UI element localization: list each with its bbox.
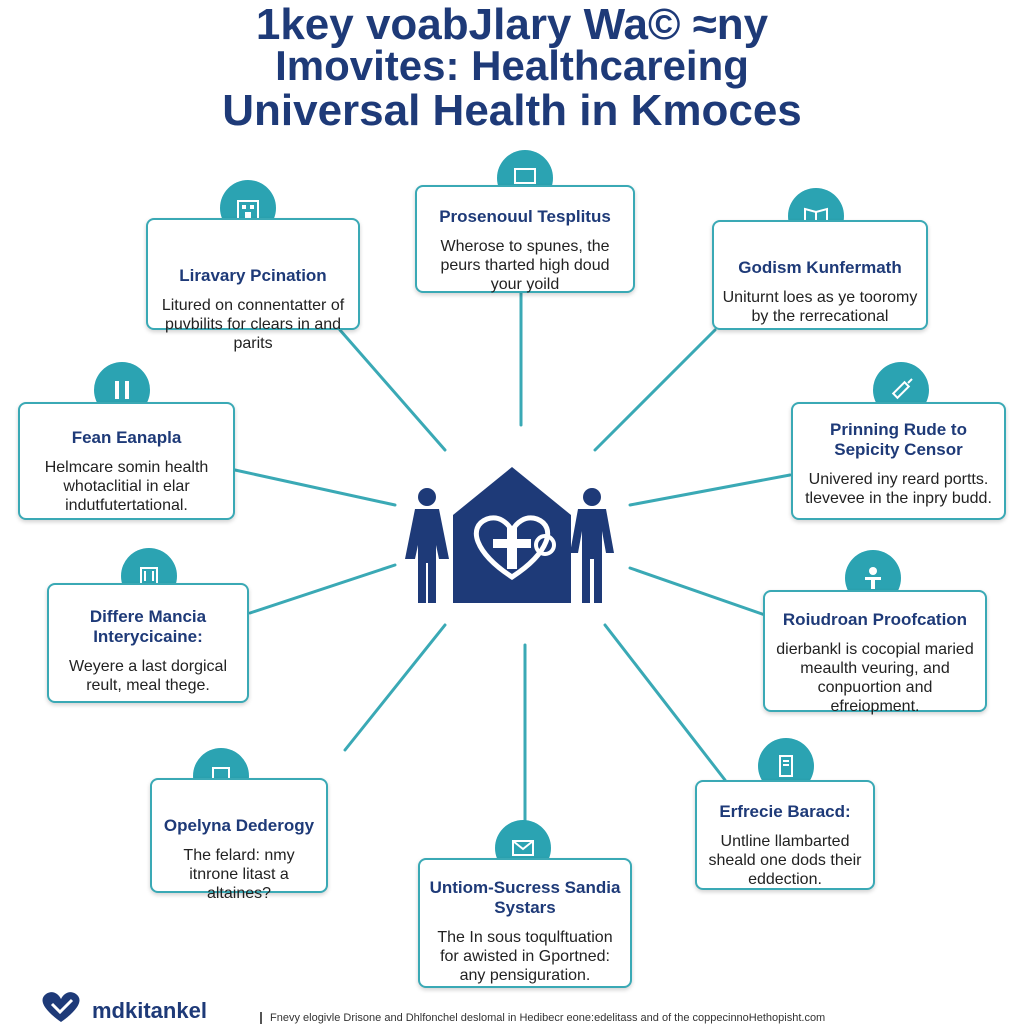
card-body: The In sous toqulftuation for awisted in…	[437, 929, 613, 984]
card-title: Erfrecie Baracd:	[719, 802, 851, 821]
card-title: Godism Kunfermath	[738, 258, 902, 277]
card-c4: Fean Eanapla Helmcare somin health whota…	[18, 402, 235, 520]
card-c2: Prosenouul Tesplitus Wherose to spunes, …	[415, 185, 635, 293]
card-c5: Prinning Rude to Sepicity Censor Univere…	[791, 402, 1006, 520]
card-body: Weyere a last dorgical reult, meal thege…	[69, 658, 227, 694]
man-figure-icon	[570, 488, 614, 603]
card-body: Untline llambarted sheald one dods their…	[708, 833, 862, 888]
connector-c3	[593, 328, 717, 452]
connector-c6	[248, 563, 397, 615]
woman-figure-icon	[405, 488, 449, 603]
card-title: Roiudroan Proofcation	[782, 610, 968, 629]
connector-c1	[338, 328, 447, 452]
title-line-1: 1key voabJlary Wa© ≈ny	[255, 0, 769, 49]
title-line-2: Imovites: Healthcareing	[275, 42, 749, 89]
footer-brand: mdkitankel	[92, 998, 207, 1023]
footer-divider	[260, 1012, 262, 1024]
card-body: Litured on connentatter of puvbilits for…	[161, 297, 345, 352]
card-c1: Liravary Pcination Litured on connentatt…	[146, 218, 360, 352]
card-body: Univered iny reard portts. tlevevee in t…	[805, 471, 992, 507]
card-c3: Godism Kunfermath Uniturnt loes as ye to…	[712, 220, 928, 330]
card-title: Differe Mancia Interycicaine:	[89, 607, 207, 646]
connector-c8	[343, 623, 447, 752]
card-c9: Erfrecie Baracd: Untline llambarted shea…	[695, 780, 875, 890]
footer-text: Fnevy elogivle Drisone and Dhlfonchel de…	[270, 1012, 826, 1024]
card-body: dierbankl is cocopial maried meaulth veu…	[776, 641, 974, 715]
card-title: Liravary Pcination	[179, 266, 327, 285]
connector-c4	[233, 468, 397, 507]
connector-c5	[628, 473, 792, 507]
card-body: Helmcare somin health whotaclitial in el…	[44, 459, 209, 514]
card-c7: Roiudroan Proofcation dierbankl is cocop…	[763, 590, 987, 715]
card-body: Wherose to spunes, the peurs tharted hig…	[440, 238, 610, 293]
house-icon	[453, 467, 571, 603]
card-c6: Differe Mancia Interycicaine: Weyere a l…	[47, 583, 249, 703]
card-c8: Opelyna Dederogy The felard: nmy itnrone…	[150, 778, 328, 902]
central-health-illustration	[405, 467, 614, 603]
card-body: The felard: nmy itnrone litast a altaine…	[183, 847, 295, 902]
connector-c7	[628, 566, 767, 617]
card-title: Prosenouul Tesplitus	[439, 207, 611, 226]
card-title: Opelyna Dederogy	[163, 816, 315, 835]
card-body: Uniturnt loes as ye tooromy by the rerre…	[722, 289, 918, 325]
card-title: Untiom-Sucress Sandia Systars	[429, 878, 621, 917]
connector-c9	[603, 623, 727, 782]
card-c10: Untiom-Sucress Sandia Systars The In sou…	[418, 858, 632, 988]
card-title: Prinning Rude to Sepicity Censor	[830, 420, 967, 459]
card-title: Fean Eanapla	[71, 428, 182, 447]
title-line-3: Universal Health in Kmoces	[222, 86, 802, 135]
brand-logo-icon	[42, 992, 80, 1022]
